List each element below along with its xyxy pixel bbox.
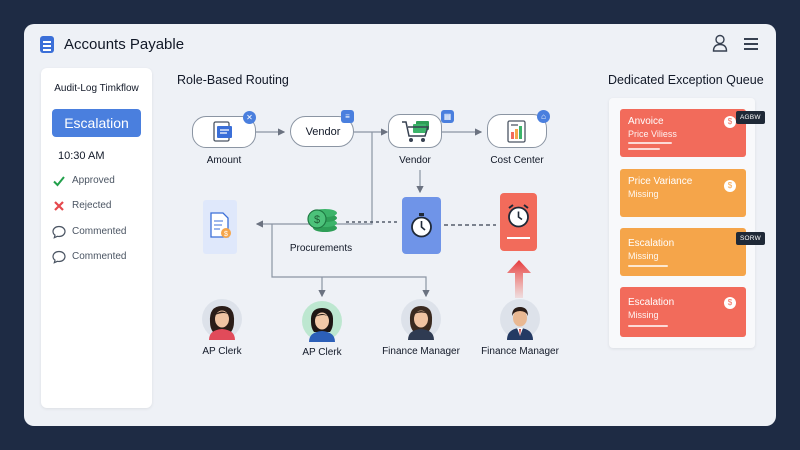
alarm-clock-icon [508,204,529,228]
app-title: Accounts Payable [64,36,185,53]
person-role-label: Finance Manager [481,346,559,357]
coin-stack-icon: $ [307,209,337,232]
report-icon [507,120,526,143]
up-arrow-icon [507,260,531,298]
svg-text:$: $ [224,231,228,238]
comment-icon [52,250,66,264]
svg-text:$: $ [314,214,320,226]
stopwatch-icon [411,213,432,238]
exception-queue-title: Dedicated Exception Queue [608,73,764,87]
invoice-dollar-icon: $ [210,212,231,238]
check-icon [53,176,65,187]
audit-log-title: Audit-Log Timkflow [54,83,139,94]
home-badge-icon[interactable]: ⌂ [537,110,550,123]
queue-item[interactable]: Escalation Missing [620,228,746,276]
person-role-label: Finance Manager [382,346,460,357]
avatar-finance-manager-1[interactable] [400,298,442,340]
audit-log-panel: Audit-Log Timkflow Escalation 10:30 AM A… [41,68,152,408]
alarm-card[interactable] [500,193,537,251]
amount-node[interactable] [192,116,256,148]
exception-queue-panel: Anvoice Price Viliess $ Price Variance M… [609,98,755,348]
routing-connectors [255,128,496,298]
menu-icon[interactable] [744,38,758,50]
vendor-node[interactable]: Vendor [290,116,354,147]
avatar-finance-manager-2[interactable] [499,298,541,340]
routing-title: Role-Based Routing [177,73,289,87]
dollar-coin-icon: $ [724,180,736,192]
vendor-cart-label: Vendor [399,155,431,166]
timer-card[interactable] [402,197,441,254]
person-role-label: AP Clerk [202,346,242,357]
app-window: Accounts Payable Audit-Log Timkflow Esca… [24,24,776,426]
alarm-card-bar [507,237,530,239]
queue-item[interactable]: Price Variance Missing $ [620,169,746,217]
avatar-ap-clerk-2[interactable] [301,300,343,342]
person-role-label: AP Clerk [302,347,342,358]
procurements-label: Procurements [289,243,353,254]
cost-center-label: Cost Center [490,155,544,166]
document-icon [40,36,54,53]
queue-item[interactable]: Anvoice Price Viliess $ [620,109,746,157]
cross-icon [54,201,64,211]
escalation-button[interactable]: Escalation [52,109,141,137]
dollar-coin-icon: $ [724,297,736,309]
queue-tag: AGBW [736,111,765,124]
invoice-card[interactable]: $ [203,200,237,254]
queue-tag: SORW [736,232,765,245]
amount-label: Amount [206,155,242,166]
vendor-cart-node[interactable] [388,114,442,148]
shopping-cart-icon [402,121,430,142]
dollar-coin-icon: $ [724,116,736,128]
user-icon[interactable] [712,34,728,52]
invoice-doc-icon [213,121,232,142]
log-time: 10:30 AM [58,150,105,162]
list-badge-icon[interactable]: ≡ [341,110,354,123]
cart-badge-icon[interactable]: ▦ [441,110,454,123]
queue-item[interactable]: Escalation Missing $ [620,287,746,337]
avatar-ap-clerk-1[interactable] [201,298,243,340]
comment-icon [52,225,66,239]
close-badge-icon[interactable]: ✕ [243,111,256,124]
